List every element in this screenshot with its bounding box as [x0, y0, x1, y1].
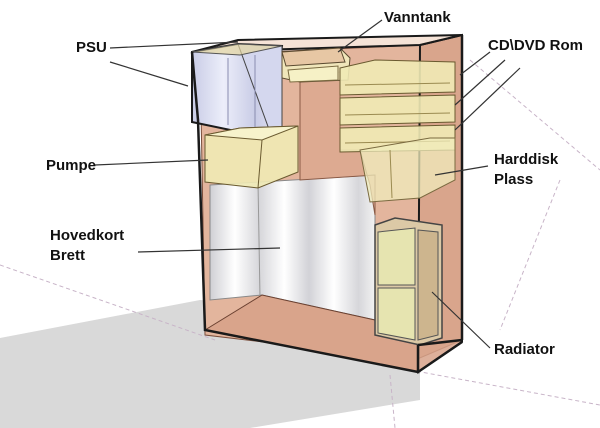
- label-harddisk-line1: Harddisk: [494, 151, 559, 168]
- label-psu: PSU: [76, 39, 107, 56]
- label-cd-dvd-rom: CD\DVD Rom: [488, 37, 584, 54]
- label-pumpe: Pumpe: [46, 157, 97, 174]
- guide-lines: [0, 59, 600, 428]
- label-vanntank: Vanntank: [384, 9, 451, 26]
- radiator: [374, 217, 443, 346]
- psu-unit: [191, 42, 284, 134]
- label-harddisk-line2: Plass: [494, 171, 534, 188]
- leader-lines: [94, 19, 521, 349]
- label-hovedkort-line1: Hovedkort: [50, 227, 125, 244]
- harddisk-bay: [359, 137, 456, 203]
- pump: [204, 125, 299, 189]
- case-outline: [190, 35, 464, 374]
- water-tank: [281, 47, 351, 83]
- label-hovedkort-line2: Brett: [50, 247, 86, 264]
- label-radiator: Radiator: [494, 341, 555, 358]
- motherboard-edge: [257, 181, 261, 299]
